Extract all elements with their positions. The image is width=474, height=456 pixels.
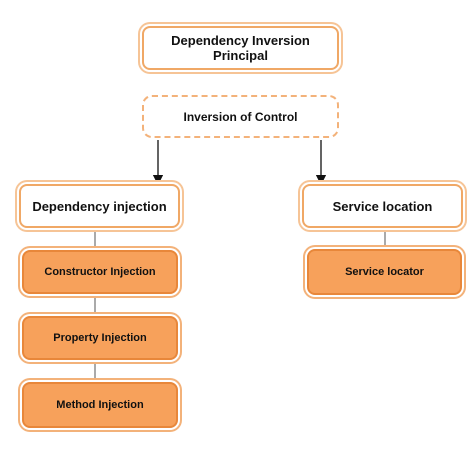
dependency-inversion-principal-label: Dependency Inversion Principal [171,33,310,63]
service-location-box: Service location [302,184,463,228]
dependency-injection-box: Dependency injection [19,184,180,228]
constructor-injection-label: Constructor Injection [44,266,156,278]
dependency-injection-label: Dependency injection [32,198,167,214]
dependency-inversion-principal-box: Dependency Inversion Principal [142,26,339,70]
inversion-of-control-box: Inversion of Control [142,95,339,138]
inversion-of-control-label: Inversion of Control [183,109,298,124]
property-injection-label: Property Injection [53,332,147,344]
service-locator-box: Service locator [307,249,462,295]
method-injection-label: Method Injection [56,399,144,411]
constructor-injection-box: Constructor Injection [22,250,178,294]
property-injection-box: Property Injection [22,316,178,360]
method-injection-box: Method Injection [22,382,178,428]
service-locator-label: Service locator [345,266,424,278]
service-location-label: Service location [332,198,433,214]
